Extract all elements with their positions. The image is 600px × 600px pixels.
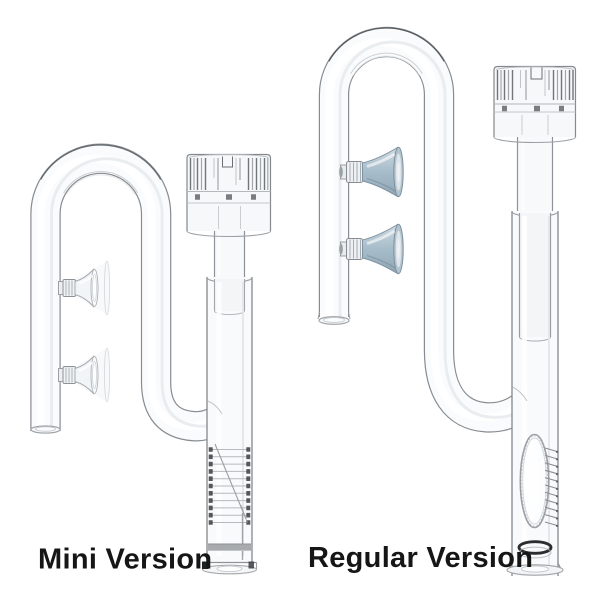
tube-edges [511, 211, 559, 576]
regular-base [506, 540, 564, 576]
regular-version-product [317, 27, 577, 576]
regular-inlet-opening [323, 317, 345, 323]
mini-arch-innerwall2 [66, 174, 136, 195]
regular-skimmer [493, 65, 577, 576]
regular-arch-innerwall2 [352, 55, 421, 76]
cup-clamp-ridges [349, 239, 361, 259]
crown-neck-through [218, 206, 241, 229]
regular-hook-pipe [317, 27, 540, 417]
tube-junction-curve [207, 400, 223, 415]
regular-arch-innerwall [350, 52, 423, 75]
crown-top-rim [495, 66, 574, 70]
mini-suction-cup-bottom [58, 347, 111, 403]
mini-skimmer-tube [206, 277, 253, 562]
cup-clamp-ridges [65, 367, 73, 383]
coil-ticks [544, 447, 558, 527]
o-ring-reflection [518, 546, 552, 559]
crown-slots-mid [500, 70, 567, 100]
crown-slots-dark [496, 70, 574, 100]
mini-suction-cup-top [58, 260, 111, 316]
tube-glass [207, 277, 252, 562]
cup-shade [366, 177, 396, 192]
regular-skimmer-tube [511, 211, 559, 576]
crown-bottom-rim [493, 136, 577, 144]
mini-version-label: Mini Version [38, 544, 212, 576]
cup-skirt-rim [103, 260, 111, 316]
coil-seam2 [240, 504, 248, 524]
mini-version-product [31, 145, 272, 575]
crown-notch [530, 67, 543, 80]
cup-highlight [78, 361, 94, 372]
cup-mouth-inner [92, 274, 97, 302]
mini-base [201, 513, 258, 575]
regular-suction-cup-top [339, 146, 404, 198]
mini-hook-pipe [31, 145, 236, 433]
regular-version-label: Regular Version [308, 542, 533, 574]
slot-inner-edge [522, 437, 547, 525]
mini-skimmer [186, 153, 272, 575]
crown-notch [222, 156, 233, 168]
crown-slots-mid [193, 158, 269, 190]
cup-clamp-ridges [349, 162, 361, 182]
cup-connector-shadow [339, 166, 343, 178]
tube-junction-curve [512, 386, 528, 402]
mini-inlet-opening [35, 426, 56, 432]
cup-mouth-center [397, 239, 400, 259]
o-ring [517, 540, 553, 555]
cup-highlight [78, 274, 94, 285]
cup-mouth-center [397, 162, 400, 182]
tube-edges [206, 277, 253, 562]
cup-connector-shadow [339, 243, 343, 255]
base-gray-band [208, 544, 251, 551]
cup-skirt-rim [103, 347, 111, 403]
crown-cylinder [493, 65, 577, 137]
foot-tab-left [202, 561, 209, 569]
cup-highlight [366, 229, 396, 245]
lip-opening [521, 565, 549, 573]
regular-skimmer-crown [493, 65, 577, 144]
mini-arch-innerwall [63, 171, 139, 194]
coil-marks-right [246, 447, 251, 525]
regular-neck-edges [516, 137, 554, 212]
coil-seam [214, 443, 247, 520]
crown-neck-through [521, 115, 549, 135]
slot-texture [521, 435, 548, 527]
foot-tab-right [248, 561, 254, 569]
mini-spiral-coil [208, 443, 251, 525]
inner-sleeve-edges [518, 213, 552, 337]
inner-sleeve-edges [213, 279, 246, 311]
crown-slots-light [520, 70, 546, 96]
mini-arch-dark-edge [40, 144, 162, 180]
crown-slots-light [213, 158, 237, 185]
cup-shade [366, 254, 396, 269]
mini-skimmer-crown [186, 153, 272, 238]
crown-cylinder [186, 153, 272, 231]
regular-inlet-flare [317, 311, 351, 320]
regular-spiral-coil [544, 447, 559, 527]
regular-suction-cup-bottom [339, 223, 404, 275]
foot-opening [216, 565, 243, 573]
crown-slots-dark [189, 158, 266, 190]
mini-neck-edges [213, 231, 246, 280]
crown-bottom-rim [186, 230, 272, 238]
cup-mouth-inner [92, 361, 97, 389]
coil-marks-left [208, 447, 213, 525]
cup-highlight [366, 152, 396, 168]
slot-glow [523, 441, 539, 521]
regular-arch-dark-edge [328, 27, 445, 62]
regular-overflow-slot [519, 433, 550, 529]
cup-clamp-ridges [65, 280, 73, 296]
crown-top-rim [188, 154, 269, 158]
